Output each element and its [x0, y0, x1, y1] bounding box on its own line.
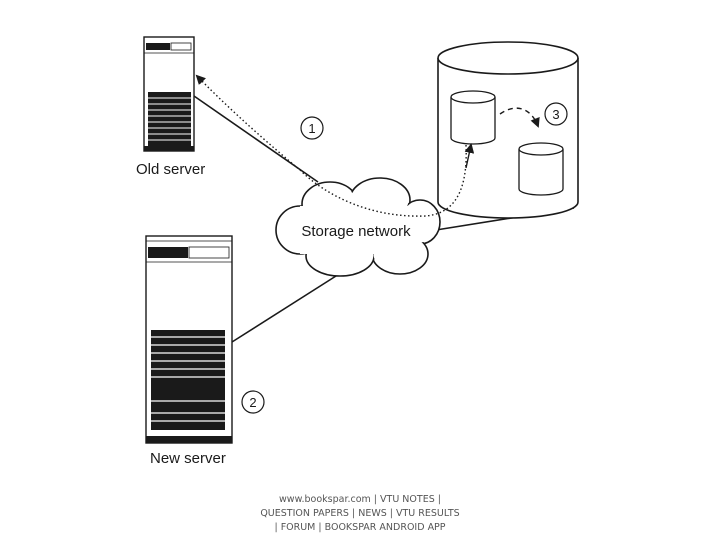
data-path-arrow-up [464, 143, 475, 169]
target-volume-icon [518, 142, 564, 196]
footer-line-1: www.bookspar.com | VTU NOTES | [279, 494, 441, 505]
step-2-badge: 2 [241, 390, 265, 414]
step-3-badge: 3 [544, 102, 568, 126]
copy-arrow [499, 107, 540, 128]
footer-line-2: QUESTION PAPERS | NEWS | VTU RESULTS [260, 508, 460, 519]
cloud-icon [275, 177, 441, 277]
data-path-arrow [195, 74, 467, 217]
old-server-icon [143, 36, 195, 152]
network-label: Storage network [301, 223, 411, 240]
old-server-link [193, 95, 319, 183]
new-server-icon [145, 235, 233, 444]
footer-line-3: | FORUM | BOOKSPAR ANDROID APP [274, 522, 446, 533]
step-1-badge: 1 [300, 116, 324, 140]
source-volume-icon [450, 90, 496, 145]
new-server-link [231, 275, 337, 343]
svg-text:1: 1 [308, 121, 315, 136]
new-server-label: New server [150, 450, 226, 467]
svg-text:3: 3 [552, 107, 559, 122]
old-server-label: Old server [136, 161, 205, 178]
svg-text:2: 2 [249, 395, 256, 410]
footer: www.bookspar.com | VTU NOTES | QUESTION … [0, 493, 720, 535]
